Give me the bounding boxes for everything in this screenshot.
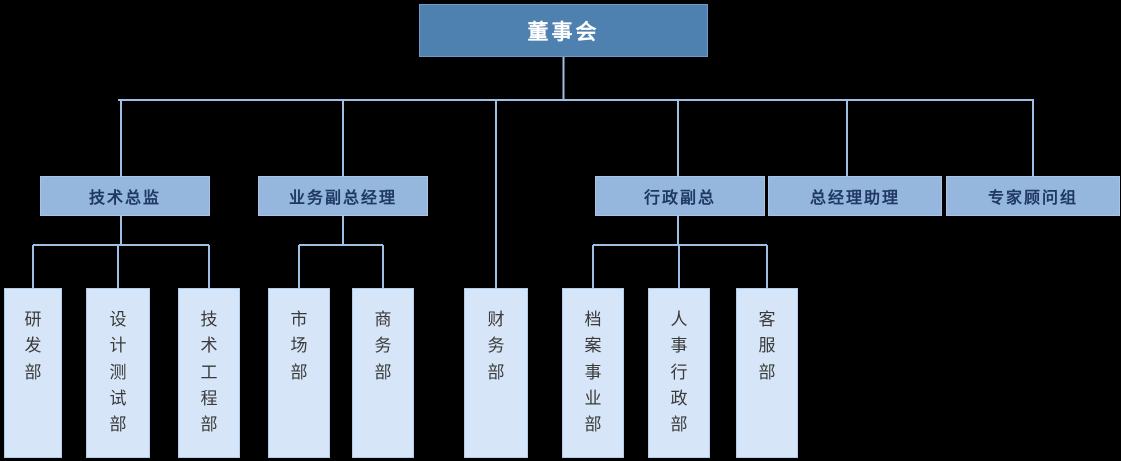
node-marketing-dept[interactable]: 市场部	[268, 288, 330, 458]
node-archives-dept-label: 档案事业部	[584, 310, 603, 435]
node-design-test-dept-label: 设计测试部	[109, 310, 128, 435]
node-board[interactable]: 董事会	[419, 4, 708, 57]
node-service-dept-label: 客服部	[758, 310, 777, 382]
node-design-test-dept[interactable]: 设计测试部	[86, 288, 150, 458]
node-finance-dept-label: 财务部	[487, 310, 506, 382]
node-rd-dept-label: 研发部	[24, 310, 43, 382]
node-admin-vp[interactable]: 行政副总	[595, 176, 765, 216]
node-tech-director[interactable]: 技术总监	[40, 176, 210, 216]
node-finance-dept[interactable]: 财务部	[464, 288, 528, 458]
node-commerce-dept-label: 商务部	[374, 310, 393, 382]
node-board-label: 董事会	[527, 20, 600, 44]
node-gm-assistant-label: 总经理助理	[809, 190, 900, 207]
node-hr-admin-dept-label: 人事行政部	[670, 310, 689, 435]
node-expert-advisory-label: 专家顾问组	[987, 190, 1078, 207]
node-business-vp-label: 业务副总经理	[288, 190, 397, 207]
node-commerce-dept[interactable]: 商务部	[352, 288, 414, 458]
node-tech-director-label: 技术总监	[88, 190, 161, 207]
node-service-dept[interactable]: 客服部	[736, 288, 798, 458]
node-expert-advisory[interactable]: 专家顾问组	[946, 176, 1120, 216]
node-business-vp[interactable]: 业务副总经理	[258, 176, 428, 216]
node-marketing-dept-label: 市场部	[290, 310, 309, 382]
node-rd-dept[interactable]: 研发部	[4, 288, 62, 458]
node-hr-admin-dept[interactable]: 人事行政部	[648, 288, 710, 458]
node-tech-eng-dept-label: 技术工程部	[200, 310, 219, 435]
node-tech-eng-dept[interactable]: 技术工程部	[178, 288, 240, 458]
node-admin-vp-label: 行政副总	[643, 190, 716, 207]
node-archives-dept[interactable]: 档案事业部	[562, 288, 624, 458]
node-gm-assistant[interactable]: 总经理助理	[768, 176, 942, 216]
